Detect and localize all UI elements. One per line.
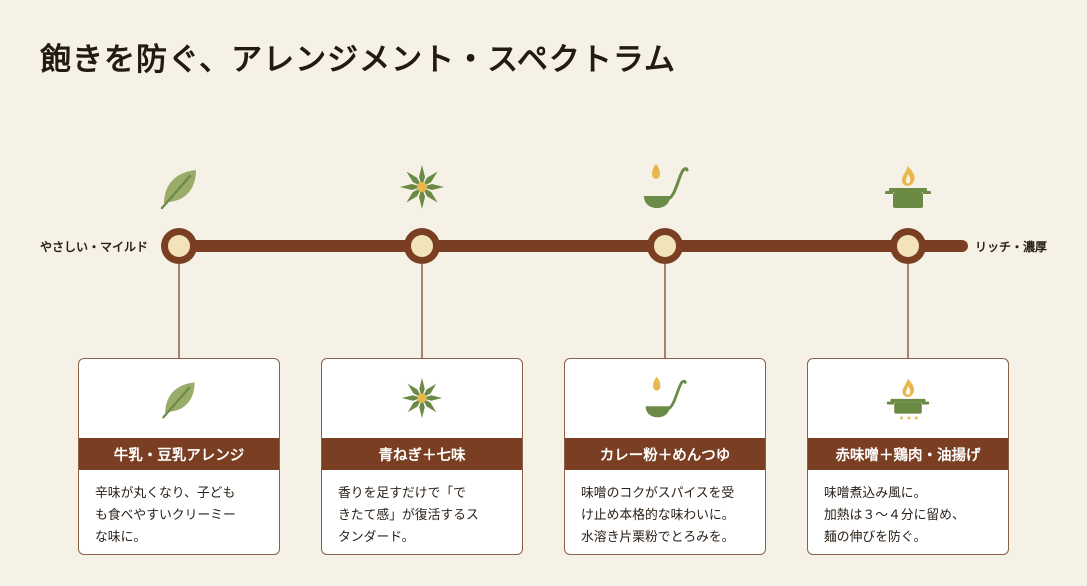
desc-line: 麺の伸びを防ぐ。	[824, 530, 927, 545]
stage-description: 味噌煮込み風に。 加熱は３〜４分に留め、 麺の伸びを防ぐ。	[824, 483, 996, 549]
stage-card-1: 牛乳・豆乳アレンジ 辛味が丸くなり、子ども も食べやすいクリーミー な味に。	[78, 358, 280, 555]
stage-description: 香りを足すだけで「で きたて感」が復活するス タンダード。	[338, 483, 510, 549]
desc-line: 加熱は３〜４分に留め、	[824, 508, 965, 523]
page-title: 飽きを防ぐ、アレンジメント・スペクトラム	[40, 42, 676, 78]
star-anise-icon	[401, 377, 443, 419]
stage-description: 味噌のコクがスパイスを受 け止め本格的な味わいに。 水溶き片栗粉でとろみを。	[581, 483, 753, 549]
stage-card-2: 青ねぎ＋七味 香りを足すだけで「で きたて感」が復活するス タンダード。	[321, 358, 523, 555]
star-anise-icon	[400, 165, 444, 209]
desc-line: 水溶き片栗粉でとろみを。	[581, 530, 735, 545]
ladle-icon	[644, 164, 689, 208]
desc-line: 味噌のコクがスパイスを受	[581, 486, 735, 501]
spectrum-node	[161, 228, 197, 264]
leaf-icon	[160, 170, 196, 210]
stage-description: 辛味が丸くなり、子ども も食べやすいクリーミー な味に。	[95, 483, 267, 549]
stage-name: 青ねぎ＋七味	[322, 438, 522, 470]
spectrum-right-label: リッチ・濃厚	[975, 240, 1048, 254]
stage-card-3: カレー粉＋めんつゆ 味噌のコクがスパイスを受 け止め本格的な味わいに。 水溶き片…	[564, 358, 766, 555]
desc-line: 辛味が丸くなり、子ども	[95, 486, 236, 501]
leaf-icon	[162, 382, 195, 419]
desc-line: 香りを足すだけで「で	[338, 486, 466, 501]
spectrum-node	[404, 228, 440, 264]
desc-line: タンダード。	[338, 530, 415, 545]
desc-line: 味噌煮込み風に。	[824, 486, 927, 501]
desc-line: も食べやすいクリーミー	[95, 508, 236, 523]
spectrum-node	[647, 228, 683, 264]
spectrum-left-label: やさしい・マイルド	[40, 240, 149, 254]
stage-name: カレー粉＋めんつゆ	[565, 438, 765, 470]
desc-line: け止め本格的な味わいに。	[581, 508, 735, 523]
desc-line: きたて感」が復活するス	[338, 508, 479, 523]
spectrum-node	[890, 228, 926, 264]
desc-line: な味に。	[95, 530, 147, 545]
pot-flame-icon	[885, 166, 931, 208]
ladle-icon	[645, 376, 687, 418]
stage-card-4: 赤味噌＋鶏肉・油揚げ 味噌煮込み風に。 加熱は３〜４分に留め、 麺の伸びを防ぐ。	[807, 358, 1009, 555]
pot-flame-icon	[886, 378, 930, 420]
stage-name: 牛乳・豆乳アレンジ	[79, 438, 279, 470]
stage-name: 赤味噌＋鶏肉・油揚げ	[808, 438, 1008, 470]
